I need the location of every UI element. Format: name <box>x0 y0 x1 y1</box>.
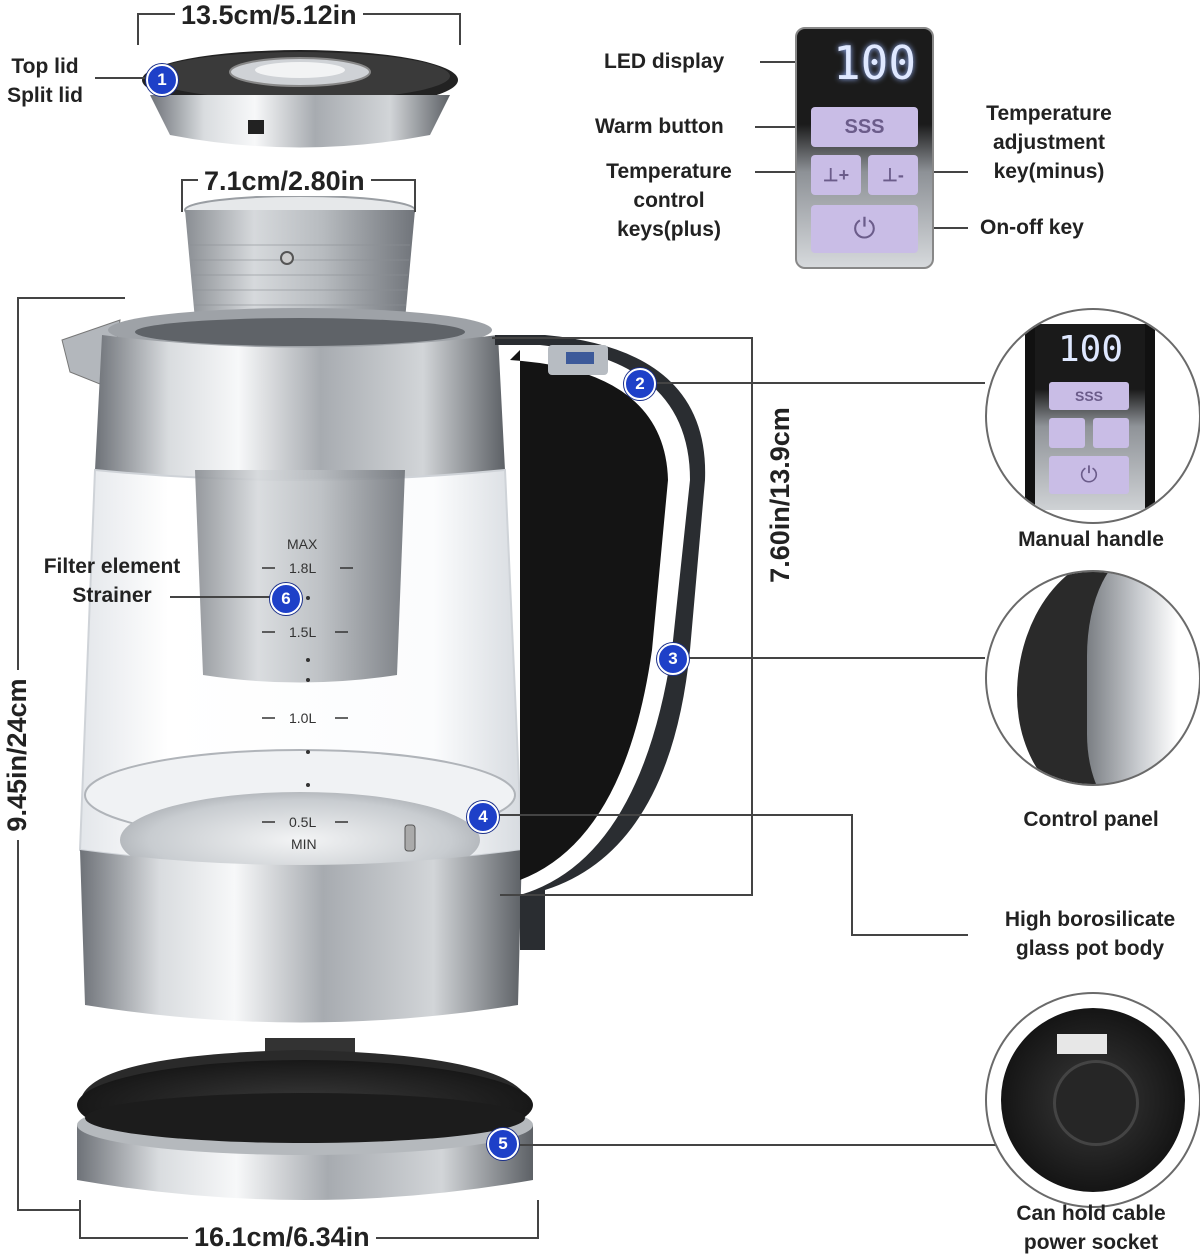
scale-min: MIN <box>291 836 317 852</box>
label-top-lid: Top lid Split lid <box>0 52 90 110</box>
thermometer-icon: ⊥ <box>822 165 839 185</box>
scale-max: MAX <box>287 536 318 552</box>
label-temp-control-line1: Temperature <box>606 160 732 183</box>
label-socket-line2: power socket <box>1023 1231 1159 1254</box>
callout-badge-4: 4 <box>467 801 499 833</box>
power-button[interactable]: ⏻ <box>811 205 918 253</box>
scale-1-8l: 1.8L <box>289 560 317 576</box>
detail-warm-button: SSS <box>1049 382 1129 410</box>
detail-power-button: ⏻ <box>1049 456 1129 494</box>
label-warm-button: Warm button <box>595 115 724 138</box>
detail-minus-button <box>1093 418 1129 448</box>
label-filter-element: Filter element Strainer <box>28 552 196 610</box>
label-temp-adjust-line1: Temperature <box>986 102 1112 125</box>
top-lid <box>142 50 458 148</box>
label-filter-line1: Filter element <box>43 555 181 578</box>
temperature-minus-button[interactable]: ⊥- <box>868 155 918 195</box>
detail-circle-socket <box>985 992 1200 1208</box>
callout-badge-2: 2 <box>624 368 656 400</box>
callout-badge-5: 5 <box>487 1128 519 1160</box>
label-temperature-adjustment: Temperature adjustment key(minus) <box>968 99 1130 186</box>
label-temperature-control: Temperature control keys(plus) <box>588 157 750 244</box>
detail-circle-handle <box>985 570 1200 786</box>
handle <box>495 335 706 950</box>
callout-badge-6: 6 <box>270 583 302 615</box>
label-glass-line2: glass pot body <box>1015 937 1165 960</box>
control-panel-illustration: 100 SSS ⊥+ ⊥- ⏻ <box>795 27 934 269</box>
scale-1-0l: 1.0L <box>289 710 317 726</box>
label-glass-body: High borosilicate glass pot body <box>975 905 1200 963</box>
label-socket-line1: Can hold cable <box>1016 1202 1166 1225</box>
detail-socket-sticker <box>1057 1034 1107 1054</box>
warm-button[interactable]: SSS <box>811 107 918 147</box>
detail-led-display: 100 <box>1057 329 1124 370</box>
kettle-top-band <box>61 308 505 480</box>
detail-plus-button <box>1049 418 1085 448</box>
label-top-lid-line2: Split lid <box>7 84 83 107</box>
label-manual-handle: Manual handle <box>1018 528 1164 551</box>
dimension-base-width: 16.1cm/6.34in <box>188 1222 376 1252</box>
label-temp-control-line2: control <box>633 189 705 212</box>
base <box>77 1038 533 1200</box>
scale-1-5l: 1.5L <box>289 624 317 640</box>
detail-circle-display: 100 SSS ⏻ <box>985 308 1200 524</box>
label-filter-line2: Strainer <box>72 584 152 607</box>
detail-socket-center <box>1053 1060 1139 1146</box>
detail-warm-icon: SSS <box>1074 388 1103 404</box>
callout-badge-3: 3 <box>657 643 689 675</box>
callout-badge-1: 1 <box>146 64 178 96</box>
label-control-panel: Control panel <box>1023 808 1159 831</box>
temperature-plus-button[interactable]: ⊥+ <box>811 155 861 195</box>
detail-panel: 100 SSS ⏻ <box>1025 324 1155 510</box>
warm-icon: SSS <box>844 116 885 138</box>
label-temp-adjust-line2: adjustment <box>992 131 1105 154</box>
scale-dots <box>306 596 310 787</box>
dimension-body-height: 7.60in/13.9cm <box>765 395 795 595</box>
thermometer-icon: ⊥ <box>882 165 898 185</box>
label-power-socket: Can hold cable power socket <box>985 1199 1197 1257</box>
label-glass-line1: High borosilicate <box>1004 908 1176 931</box>
dimension-lid-width: 13.5cm/5.12in <box>175 0 363 30</box>
detail-handle-steel <box>1087 572 1199 784</box>
glass-body <box>78 468 524 888</box>
power-icon: ⏻ <box>853 213 876 244</box>
label-on-off-key: On-off key <box>980 216 1084 239</box>
led-display: 100 <box>832 36 917 90</box>
plus-sign: + <box>838 165 850 185</box>
minus-sign: - <box>897 165 904 185</box>
label-temp-control-line3: keys(plus) <box>617 218 721 241</box>
dimension-total-height: 9.45in/24cm <box>2 670 32 840</box>
label-top-lid-line1: Top lid <box>11 55 79 78</box>
label-led-display: LED display <box>604 50 725 73</box>
dimension-filter-width: 7.1cm/2.80in <box>198 166 371 196</box>
scale-ticks <box>262 567 353 823</box>
filter-top <box>184 195 416 320</box>
label-temp-adjust-line3: key(minus) <box>993 160 1105 183</box>
kettle-bottom-band <box>80 850 522 1023</box>
scale-0-5l: 0.5L <box>289 814 317 830</box>
